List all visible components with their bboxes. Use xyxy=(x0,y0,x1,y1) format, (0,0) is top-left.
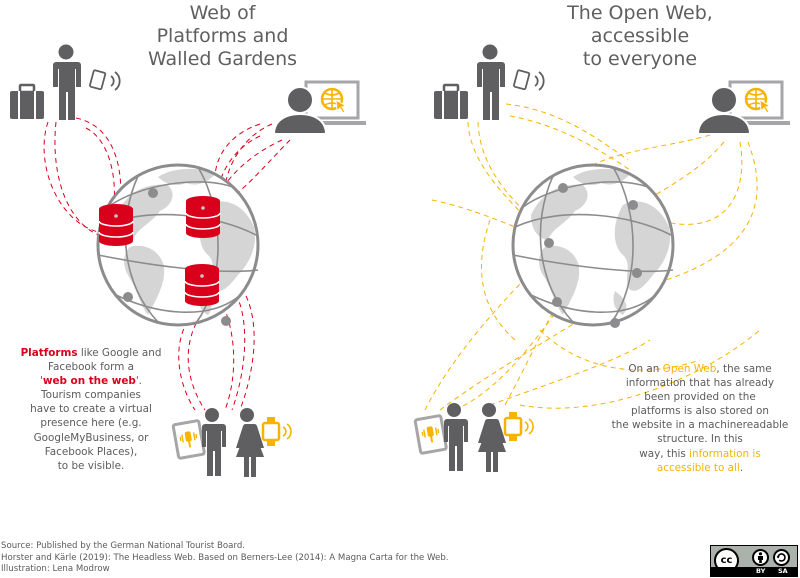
sa-label: SA xyxy=(778,567,788,575)
title-line: accessible xyxy=(590,25,690,47)
right-couple-with-devices-icon xyxy=(413,401,535,474)
caption-line: information that has already xyxy=(625,377,775,390)
database-icon xyxy=(185,195,221,239)
credit-line: Illustration: Lena Modrow xyxy=(1,564,110,574)
license-label-bar: BY SA xyxy=(711,567,797,576)
open-web-highlight: Open Web xyxy=(662,363,717,375)
credit-line: Source: Published by the German National… xyxy=(1,541,246,551)
attribution-icon xyxy=(752,549,769,566)
database-icon xyxy=(98,203,134,247)
caption-text: like Google and xyxy=(77,347,162,359)
left-globe-icon xyxy=(96,163,260,327)
database-icon xyxy=(184,263,220,307)
title-line: Platforms and xyxy=(156,25,289,47)
left-panel-title: Web of Platforms and Walled Gardens xyxy=(120,2,325,71)
caption-text: '. xyxy=(135,375,142,388)
caption-line: Facebook Places), xyxy=(44,445,138,458)
right-caption: On an Open Web, the same information tha… xyxy=(598,362,800,475)
title-line: The Open Web, xyxy=(567,2,713,24)
platforms-highlight: Platforms xyxy=(20,347,78,359)
caption-text: way, this xyxy=(639,447,690,460)
left-dashed-connections xyxy=(43,117,291,411)
caption-line: to be visible. xyxy=(57,459,125,472)
caption-line: the website in a machinereadable xyxy=(611,419,789,432)
right-globe-icon xyxy=(511,163,675,328)
information-accessible-highlight: accessible to all xyxy=(656,461,740,474)
credit-line: Horster and Kärle (2019): The Headless W… xyxy=(1,552,449,563)
cc-label: cc xyxy=(720,555,733,566)
caption-line: platforms is also stored on xyxy=(631,405,769,418)
web-on-the-web-highlight: web on the web xyxy=(42,375,136,388)
title-line: Walled Gardens xyxy=(147,48,298,70)
caption-text: On an xyxy=(628,363,663,375)
caption-line: presence here (e.g. xyxy=(40,417,142,430)
title-line: Web of xyxy=(189,2,256,24)
right-panel-title: The Open Web, accessible to everyone xyxy=(540,2,740,71)
right-computer-user-icon xyxy=(696,80,792,136)
source-credits: Source: Published by the German National… xyxy=(1,541,449,576)
right-traveler-group-icon xyxy=(432,43,545,122)
caption-line: GoogleMyBusiness, or xyxy=(33,431,149,444)
left-traveler-group-icon xyxy=(8,43,121,122)
caption-text: ' xyxy=(40,375,43,388)
caption-line: structure. In this xyxy=(657,433,743,446)
title-line: to everyone xyxy=(582,48,698,70)
caption-line: Facebook form a xyxy=(47,361,135,374)
cc-by-sa-license-badge[interactable]: cc BY SA xyxy=(710,545,798,577)
by-label: BY xyxy=(756,567,766,575)
caption-text: , the same xyxy=(716,363,772,375)
caption-line: have to create a virtual xyxy=(30,403,152,416)
caption-line: Tourism companies xyxy=(41,389,141,402)
left-computer-user-icon xyxy=(272,80,368,136)
caption-text: . xyxy=(739,461,744,474)
share-alike-icon xyxy=(773,549,790,566)
left-couple-with-devices-icon xyxy=(171,406,293,479)
caption-line: been provided on the xyxy=(644,391,756,404)
left-caption: Platforms like Google and Facebook form … xyxy=(2,346,180,473)
information-accessible-highlight: information is xyxy=(689,447,761,460)
